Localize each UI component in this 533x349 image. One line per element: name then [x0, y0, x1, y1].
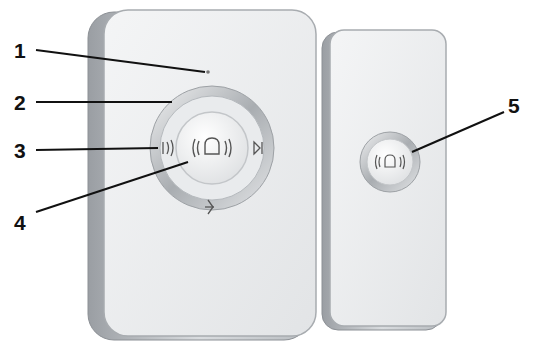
callout-number: 4 — [14, 212, 26, 233]
callout-number: 3 — [14, 140, 26, 161]
leader-lines — [36, 50, 504, 212]
indicator-led — [206, 70, 210, 74]
push-button-unit — [322, 30, 446, 330]
bell-icon — [376, 155, 405, 169]
tune-symbol — [254, 142, 262, 154]
callout-number: 5 — [508, 95, 520, 116]
callout-number: 1 — [14, 40, 26, 61]
volume-symbol — [163, 140, 173, 156]
receiver-unit — [88, 10, 316, 340]
pair-symbol — [205, 200, 214, 214]
callout-number: 2 — [14, 92, 26, 113]
bell-icon — [193, 138, 231, 157]
